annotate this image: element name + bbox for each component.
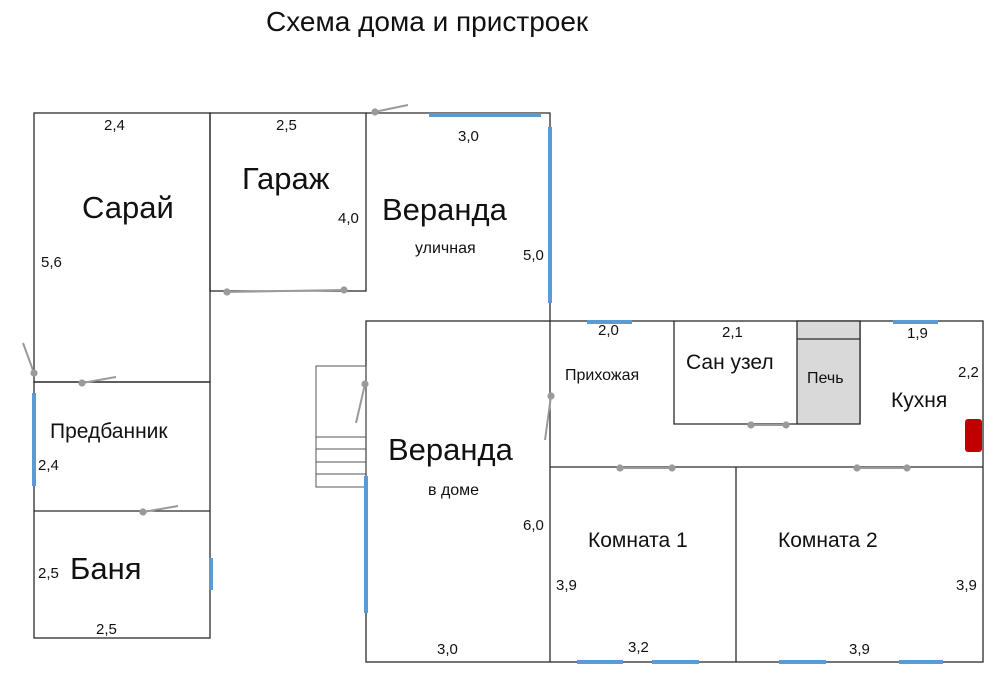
dim-saray-width: 2,4 xyxy=(104,117,125,134)
room-label-garage: Гараж xyxy=(242,161,330,196)
room-label-veranda-bottom: Веранда xyxy=(388,432,513,467)
doors xyxy=(22,104,911,516)
windows xyxy=(32,113,943,664)
dim-saray-height: 5,6 xyxy=(41,254,62,271)
stove xyxy=(796,320,861,425)
saray-walls xyxy=(33,112,211,383)
room-label-komnata2: Комната 2 xyxy=(778,529,878,552)
room-label-san-uzel: Сан узел xyxy=(686,351,774,374)
plan-title: Схема дома и пристроек xyxy=(266,6,589,37)
room-sublabel-veranda-top: уличная xyxy=(415,240,476,257)
room-label-pech: Печь xyxy=(807,370,844,387)
dim-san-uzel-width: 2,1 xyxy=(722,324,743,341)
dim-predbannik-height: 2,4 xyxy=(38,457,59,474)
room-label-veranda-top: Веранда xyxy=(382,192,507,227)
dim-komnata2-width: 3,9 xyxy=(849,641,870,658)
stairs xyxy=(315,365,367,488)
dim-veranda-bottom-width: 3,0 xyxy=(437,641,458,658)
dim-prikhozhaya-width: 2,0 xyxy=(598,322,619,339)
dim-kukhnya-width: 1,9 xyxy=(907,325,928,342)
dim-veranda-top-height: 5,0 xyxy=(523,247,544,264)
dim-veranda-top-width: 3,0 xyxy=(458,128,479,145)
room-label-predbannik: Предбанник xyxy=(50,420,168,443)
dim-veranda-bottom-height: 6,0 xyxy=(523,517,544,534)
dim-garage-width: 2,5 xyxy=(276,117,297,134)
dim-komnata2-height: 3,9 xyxy=(956,577,977,594)
dim-komnata1-height: 3,9 xyxy=(556,577,577,594)
garage-walls xyxy=(209,112,367,292)
room-label-saray: Сарай xyxy=(82,190,174,225)
dim-banya-height: 2,5 xyxy=(38,565,59,582)
boiler xyxy=(965,419,982,452)
bath-walls xyxy=(33,381,211,639)
room-label-banya: Баня xyxy=(70,551,142,586)
dim-garage-height: 4,0 xyxy=(338,210,359,227)
room-label-kukhnya: Кухня xyxy=(891,389,948,412)
dim-banya-width: 2,5 xyxy=(96,621,117,638)
dim-komnata1-width: 3,2 xyxy=(628,639,649,656)
dim-kukhnya-height: 2,2 xyxy=(958,364,979,381)
room-label-komnata1: Комната 1 xyxy=(588,529,688,552)
room-label-prikhozhaya: Прихожая xyxy=(565,367,640,384)
room-sublabel-veranda-bottom: в доме xyxy=(428,482,480,499)
